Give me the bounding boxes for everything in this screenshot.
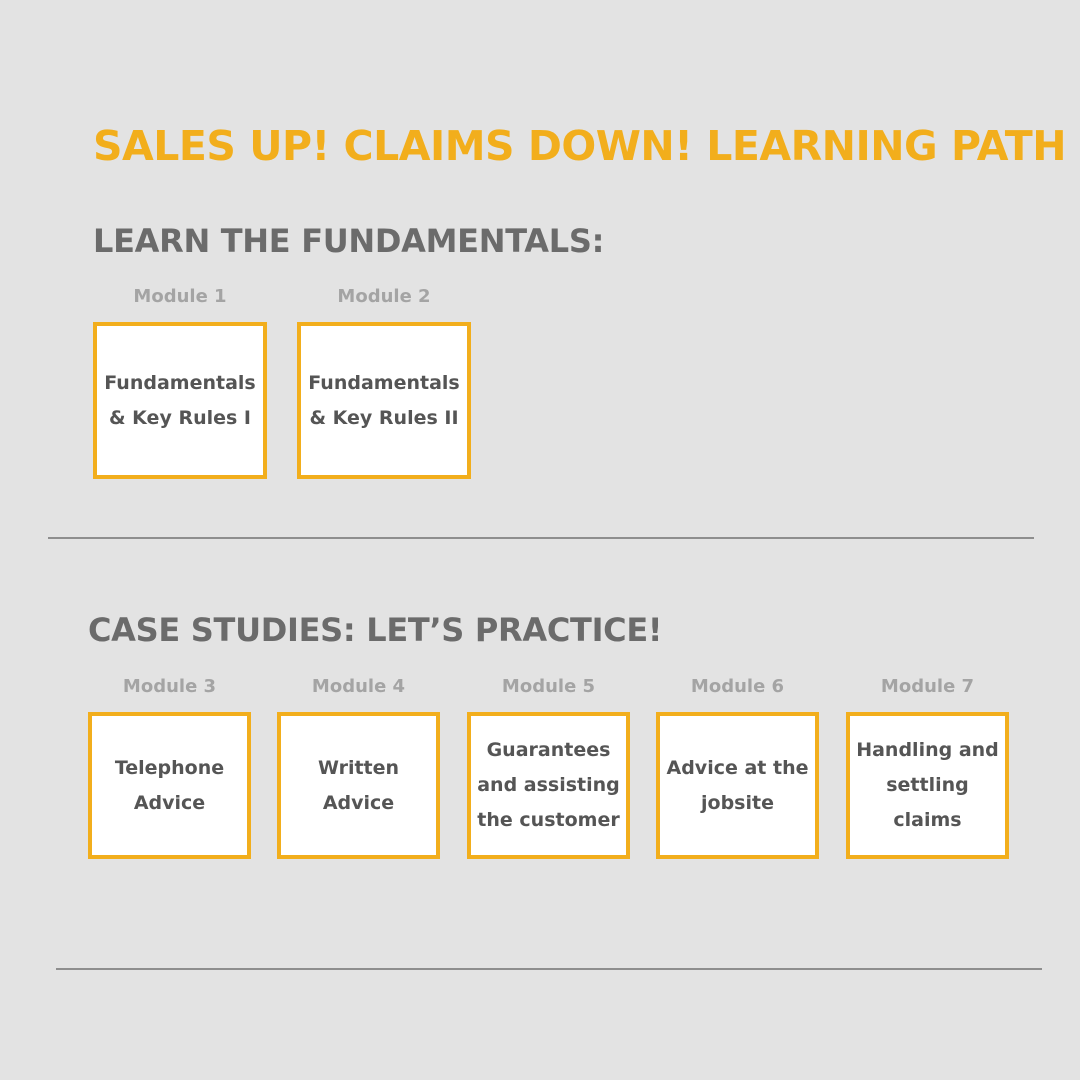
module-2[interactable]: Module 2 Fundamentals & Key Rules II (297, 286, 471, 479)
section-heading-case-studies: CASE STUDIES: LET’S PRACTICE! (88, 611, 663, 649)
module-6[interactable]: Module 6 Advice at the jobsite (656, 676, 819, 859)
module-card[interactable]: Advice at the jobsite (656, 712, 819, 859)
module-7[interactable]: Module 7 Handling and settling claims (846, 676, 1009, 859)
module-card[interactable]: Fundamentals & Key Rules II (297, 322, 471, 479)
module-label: Module 5 (501, 676, 596, 697)
section-divider (48, 537, 1034, 539)
module-4[interactable]: Module 4 Written Advice (277, 676, 440, 859)
module-1[interactable]: Module 1 Fundamentals & Key Rules I (93, 286, 267, 479)
module-card[interactable]: Written Advice (277, 712, 440, 859)
module-label: Module 1 (133, 286, 227, 307)
module-card[interactable]: Fundamentals & Key Rules I (93, 322, 267, 479)
module-title: Handling and settling claims (856, 739, 999, 831)
module-title: Written Advice (317, 756, 400, 814)
module-title: Fundamentals & Key Rules II (308, 371, 460, 429)
module-label: Module 7 (880, 676, 975, 697)
module-title: Fundamentals & Key Rules I (104, 371, 256, 429)
module-3[interactable]: Module 3 Telephone Advice (88, 676, 251, 859)
module-title: Advice at the jobsite (666, 756, 809, 814)
module-label: Module 4 (311, 676, 406, 697)
module-card[interactable]: Guarantees and assisting the customer (467, 712, 630, 859)
module-label: Module 3 (122, 676, 217, 697)
module-card[interactable]: Telephone Advice (88, 712, 251, 859)
module-title: Telephone Advice (114, 756, 225, 814)
module-label: Module 2 (337, 286, 431, 307)
module-title: Guarantees and assisting the customer (477, 739, 620, 831)
module-5[interactable]: Module 5 Guarantees and assisting the cu… (467, 676, 630, 859)
section-heading-fundamentals: LEARN THE FUNDAMENTALS: (93, 222, 605, 260)
module-card[interactable]: Handling and settling claims (846, 712, 1009, 859)
page-title: SALES UP! CLAIMS DOWN! LEARNING PATH (93, 122, 1067, 170)
section-divider (56, 968, 1042, 970)
module-label: Module 6 (690, 676, 785, 697)
